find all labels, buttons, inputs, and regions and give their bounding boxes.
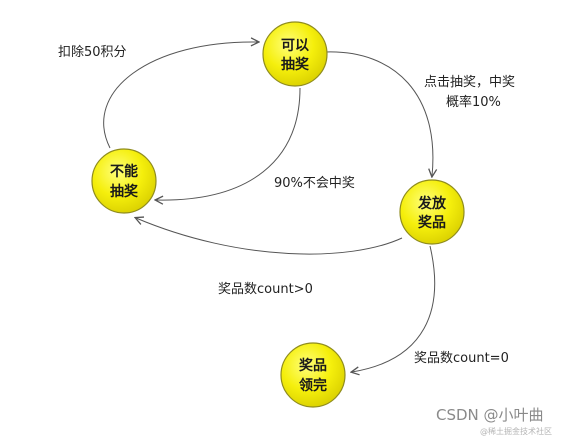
edge-cannot-to-can xyxy=(103,42,258,149)
watermark-sub: @稀土掘金技术社区 xyxy=(480,426,552,436)
label-win-chance-line2: 概率10% xyxy=(446,94,501,110)
edge-issue-to-cannot xyxy=(136,218,403,255)
node-can-draw: 可以 抽奖 xyxy=(262,21,328,87)
node-issue-prize: 发放 奖品 xyxy=(399,179,465,245)
svg-text:奖品: 奖品 xyxy=(299,357,327,374)
label-deduct-points: 扣除50积分 xyxy=(58,45,127,60)
svg-text:奖品: 奖品 xyxy=(418,214,446,231)
svg-text:不能: 不能 xyxy=(110,163,138,180)
label-no-win: 90%不会中奖 xyxy=(274,176,355,191)
svg-text:抽奖: 抽奖 xyxy=(281,56,310,73)
svg-text:可以: 可以 xyxy=(281,38,309,54)
label-win-chance-line1: 点击抽奖，中奖 xyxy=(424,75,515,90)
edge-can-to-issue xyxy=(325,51,433,176)
edge-issue-to-claimed xyxy=(352,245,436,372)
label-count-zero: 奖品数count=0 xyxy=(414,351,509,366)
watermark-main: CSDN @小叶曲 xyxy=(436,406,544,424)
label-count-positive: 奖品数count>0 xyxy=(218,282,313,297)
edge-can-to-cannot xyxy=(156,87,301,200)
svg-text:领完: 领完 xyxy=(299,377,327,394)
svg-text:抽奖: 抽奖 xyxy=(110,183,139,200)
node-cannot-draw: 不能 抽奖 xyxy=(91,148,157,214)
node-prize-claimed: 奖品 领完 xyxy=(280,342,346,408)
svg-text:发放: 发放 xyxy=(417,195,447,212)
